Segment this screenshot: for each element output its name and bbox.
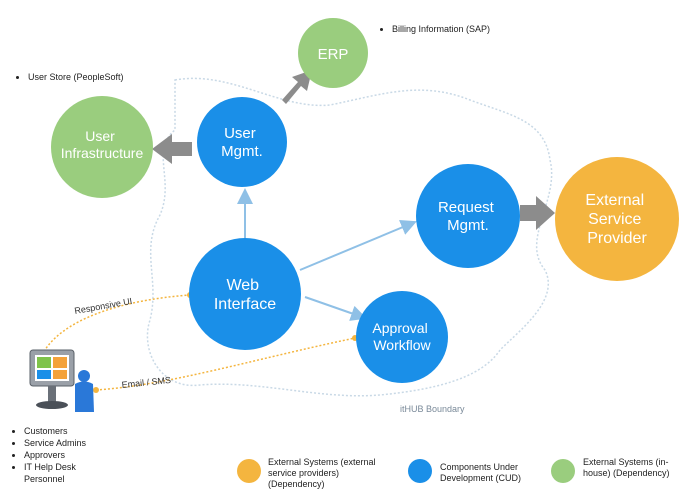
web-interface-label: Web — [226, 277, 259, 294]
email-sms-label: Email / SMS — [121, 375, 171, 390]
web-interface-label: Interface — [214, 296, 276, 313]
erp-node: ERP — [298, 18, 368, 88]
erp-label: ERP — [318, 46, 349, 63]
users-list: Customers Service Admins Approvers IT He… — [10, 425, 120, 485]
arrow-web-to-request — [299, 220, 417, 271]
legend-label: Components Under Development (CUD) — [440, 462, 522, 483]
connector-end-dot — [93, 387, 99, 393]
external-provider-node: External Service Provider — [555, 157, 679, 281]
user-infrastructure-node: User Infrastructure — [51, 96, 153, 198]
ithub-boundary — [146, 77, 553, 397]
user-store-note-text: User Store (PeopleSoft) — [28, 71, 124, 83]
user-store-note: User Store (PeopleSoft) — [14, 71, 124, 83]
request-mgmt-label: Request — [438, 199, 495, 216]
legend-dot-green — [551, 459, 575, 483]
responsive-ui-label: Responsive UI — [74, 296, 133, 316]
approval-workflow-node: Approval Workflow — [356, 291, 448, 383]
erp-note-text: Billing Information (SAP) — [392, 23, 490, 35]
erp-note: Billing Information (SAP) — [378, 23, 490, 35]
svg-text:User Mgmt.: User Mgmt. — [221, 125, 263, 160]
user-mgmt-node: User Mgmt. — [197, 97, 287, 187]
arrow-web-to-approval — [304, 296, 367, 321]
legend-dot-blue — [408, 459, 432, 483]
external-provider-label: External — [585, 192, 644, 209]
request-mgmt-node: Request Mgmt. — [416, 164, 520, 268]
user-infrastructure-label: User — [85, 128, 115, 144]
user-mgmt-label: Mgmt. — [221, 143, 263, 160]
user-mgmt-label: User — [224, 125, 256, 142]
legend-label: External Systems (external service provi… — [268, 457, 376, 489]
legend-dot-orange — [237, 459, 261, 483]
users-list-item: IT Help Desk Personnel — [24, 461, 102, 485]
boundary-label: itHUB Boundary — [400, 404, 465, 414]
users-list-item: Service Admins — [24, 437, 120, 449]
approval-workflow-label: Approval — [372, 320, 427, 336]
responsive-ui-connector — [41, 294, 191, 356]
users-list-item: Customers — [24, 425, 120, 437]
svg-text:Request Mgmt.: Request Mgmt. — [438, 199, 498, 234]
users-list-item: Approvers — [24, 449, 120, 461]
arrow-request-to-external — [520, 196, 555, 230]
svg-text:Web Interface: Web Interface — [214, 277, 276, 313]
arrow-usermgmt-to-userinfra — [152, 134, 192, 164]
email-sms-connector — [95, 337, 356, 391]
arrow-usermgmt-to-erp — [282, 70, 312, 104]
approval-workflow-label: Workflow — [373, 337, 431, 353]
svg-text:Approval Workflow: Approval Workflow — [372, 320, 431, 353]
svg-text:User Infrastructure: User Infrastructure — [61, 128, 144, 161]
web-interface-node: Web Interface — [189, 238, 301, 350]
request-mgmt-label: Mgmt. — [447, 217, 489, 234]
user-computer-icon — [29, 349, 94, 412]
legend-label: External Systems (in-house) (Dependency) — [583, 457, 670, 478]
external-provider-label: Provider — [587, 230, 647, 247]
external-provider-label: Service — [588, 211, 641, 228]
svg-text:External Service P: External Service Provider — [585, 192, 648, 247]
user-infrastructure-label: Infrastructure — [61, 145, 144, 161]
